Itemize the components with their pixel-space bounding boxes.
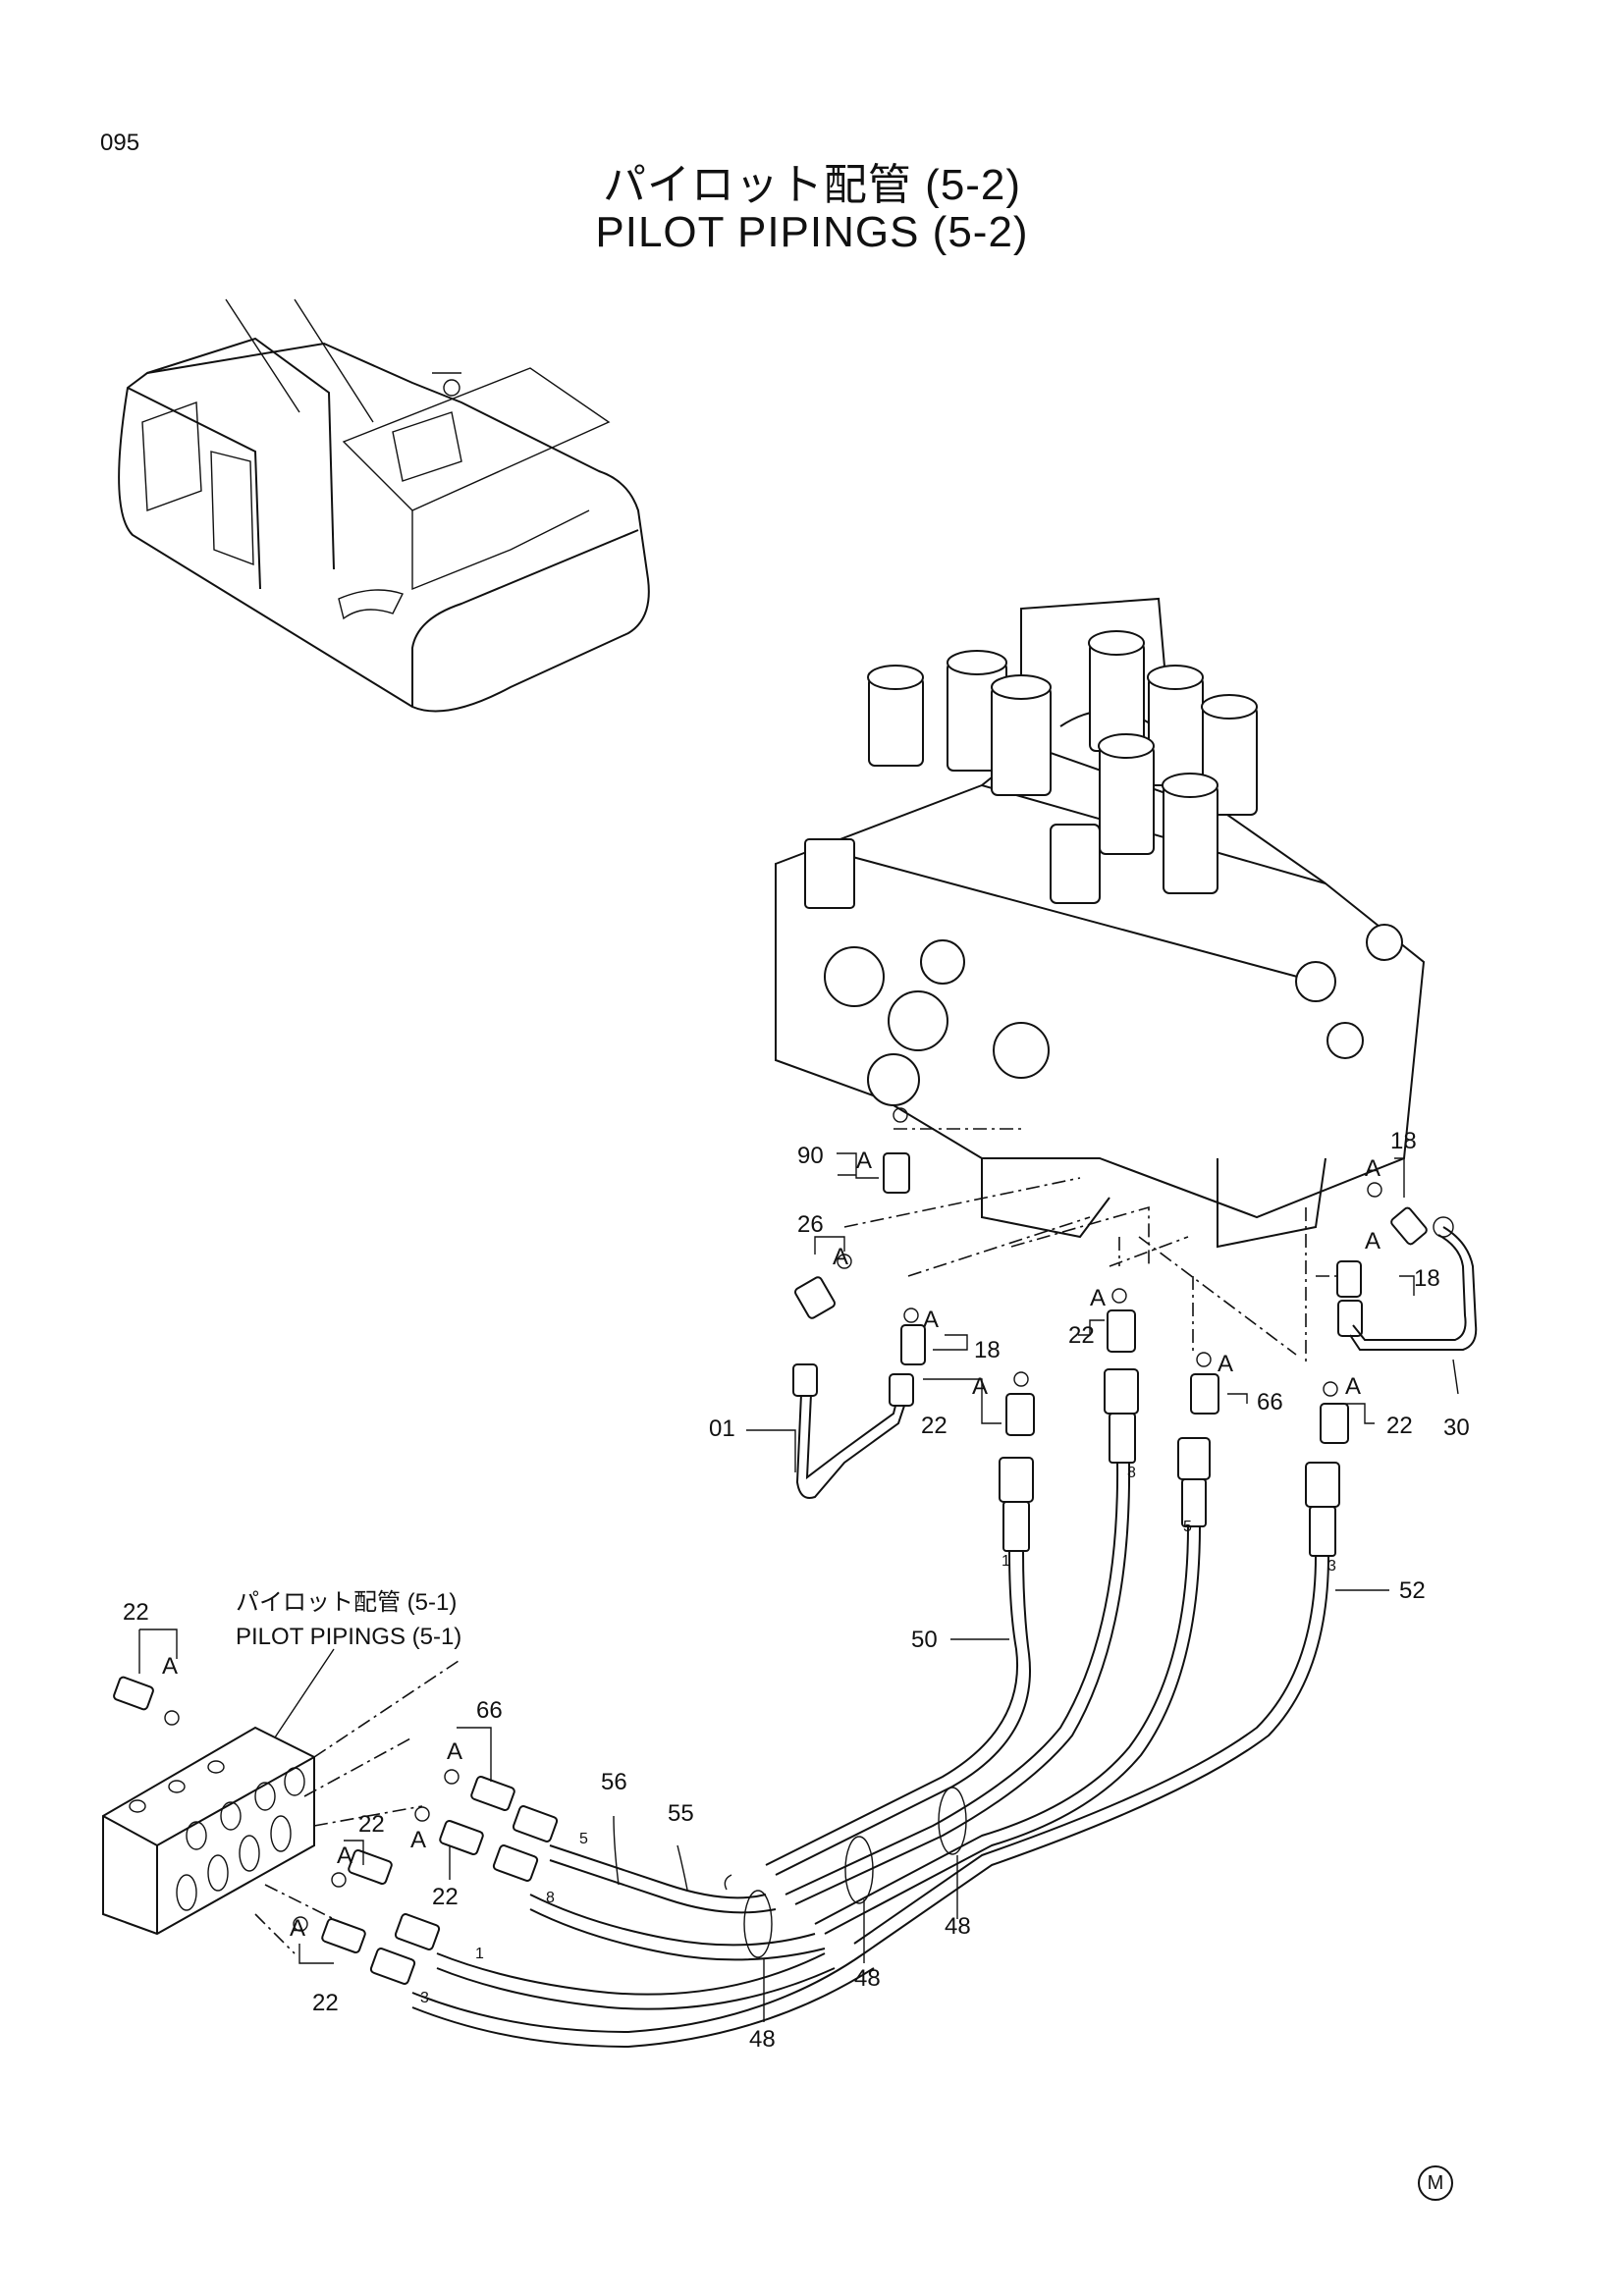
detail-a-label: A <box>1090 1285 1106 1311</box>
callout-22: 22 <box>312 1990 339 2016</box>
callout-18: 18 <box>1390 1128 1417 1154</box>
callout-66: 66 <box>476 1697 503 1724</box>
detail-a-label: A <box>410 1827 426 1853</box>
callout-50: 50 <box>911 1627 938 1653</box>
detail-a-label: A <box>972 1373 988 1400</box>
hose-number: 3 <box>1327 1558 1336 1575</box>
callout-48: 48 <box>854 1965 881 1992</box>
detail-a-label: A <box>1218 1351 1233 1377</box>
hose-number: 5 <box>1183 1519 1192 1535</box>
callout-01: 01 <box>709 1415 735 1442</box>
hose-number: 5 <box>579 1831 588 1847</box>
detail-a-label: A <box>856 1148 872 1174</box>
detail-a-label: A <box>1365 1155 1380 1182</box>
hose-number: 1 <box>1001 1553 1010 1570</box>
page-title-jp: パイロット配管 (5-2) <box>602 161 1022 209</box>
page-title-en: PILOT PIPINGS (5-2) <box>595 208 1029 256</box>
callout-22: 22 <box>358 1811 385 1838</box>
detail-a-label: A <box>447 1738 462 1765</box>
hose-number: 1 <box>475 1946 484 1962</box>
excavator-overview-drawing <box>118 298 650 713</box>
callout-labels: 18 90 26 18 18 22 22 66 22 30 01 50 52 2… <box>123 1128 1470 2053</box>
rigid-pipes <box>792 1216 1478 1499</box>
page-number: 095 <box>100 130 140 156</box>
callout-55: 55 <box>668 1800 694 1827</box>
detail-a-label: A <box>923 1307 939 1333</box>
reference-label: パイロット配管 (5-1) PILOT PIPINGS (5-1) <box>236 1589 461 1650</box>
callout-18: 18 <box>1414 1265 1440 1292</box>
detail-a-label: A <box>162 1653 178 1680</box>
callout-52: 52 <box>1399 1577 1426 1604</box>
callout-56: 56 <box>601 1769 627 1795</box>
detail-a-label: A <box>290 1915 305 1942</box>
pilot-valve-block-drawing <box>102 1648 559 1985</box>
callout-66: 66 <box>1257 1389 1283 1415</box>
callout-22: 22 <box>921 1413 947 1439</box>
hose-number: 8 <box>1127 1465 1136 1481</box>
detail-a-label: A <box>337 1842 352 1869</box>
detail-a-label: A <box>1345 1373 1361 1400</box>
fittings <box>793 1107 1428 1444</box>
reference-title-en: PILOT PIPINGS (5-1) <box>236 1624 461 1650</box>
manufacturer-mark: M <box>1418 2165 1453 2201</box>
callout-48: 48 <box>945 1913 971 1940</box>
callout-48: 48 <box>749 2026 776 2053</box>
port-leader-lines <box>843 1128 1345 1364</box>
detail-a-label: A <box>833 1244 848 1270</box>
callout-90: 90 <box>797 1143 824 1169</box>
callout-30: 30 <box>1443 1415 1470 1441</box>
callout-22: 22 <box>432 1884 459 1910</box>
detail-a-labels: A A A A A A A A A A A A A A <box>162 1148 1380 1942</box>
detail-a-label: A <box>1365 1228 1380 1255</box>
callout-leaders <box>138 1152 1459 2022</box>
callout-18: 18 <box>974 1337 1001 1363</box>
hose-number: 8 <box>546 1890 555 1906</box>
callout-22: 22 <box>1068 1322 1095 1349</box>
hose-numbers: 1 8 5 3 5 8 1 3 <box>420 1465 1336 2006</box>
callout-22: 22 <box>123 1599 149 1626</box>
callout-26: 26 <box>797 1211 824 1238</box>
reference-title-jp: パイロット配管 (5-1) <box>236 1589 457 1616</box>
callout-22: 22 <box>1386 1413 1413 1439</box>
control-valve-drawing <box>775 597 1426 1249</box>
pilot-hoses <box>411 1368 1340 2049</box>
hose-number: 3 <box>420 1990 429 2006</box>
